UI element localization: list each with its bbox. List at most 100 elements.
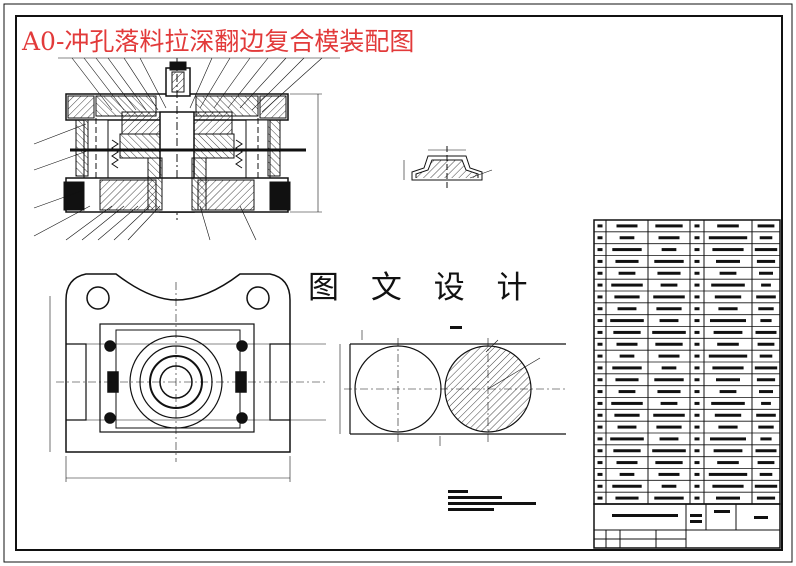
table-cell-mark [597,236,603,240]
table-cell-mark [754,366,778,370]
table-cell-mark [711,283,745,287]
table-cell-mark [613,449,641,453]
outer-border [3,3,793,563]
table-cell-mark [756,413,776,417]
table-cell-mark [660,283,678,287]
table-cell-mark [656,307,682,311]
table-cell-mark [597,307,603,311]
table-cell-mark [659,437,679,441]
table-cell-mark [597,342,603,346]
table-cell-mark [759,390,773,394]
table-cell-mark [694,330,700,334]
table-cell-mark [714,295,742,299]
table-cell-mark [613,330,641,334]
table-cell-mark [597,248,603,252]
table-cell-mark [694,271,700,275]
table-cell-mark [719,271,737,275]
table-cell-mark [694,248,700,252]
table-cell-mark [597,354,603,358]
table-cell-mark [710,437,746,441]
title-block [593,503,781,549]
table-cell-mark [653,295,685,299]
table-cell-mark [755,449,777,453]
table-cell-mark [756,295,776,299]
table-cell-mark [755,330,777,334]
table-cell-mark [597,401,603,405]
table-cell-mark [597,295,603,299]
table-cell-mark [717,461,739,465]
technical-notes [448,490,536,511]
table-cell-mark [712,484,744,488]
table-cell-mark [658,472,680,476]
table-cell-mark [619,472,635,476]
table-cell-mark [652,449,686,453]
table-cell-mark [708,354,748,358]
table-cell-mark [611,283,643,287]
table-cell-mark [616,461,638,465]
table-cell-mark [757,342,775,346]
table-cell-mark [597,449,603,453]
table-cell-mark [597,378,603,382]
table-cell-mark [612,248,642,252]
table-cell-mark [694,449,700,453]
table-cell-mark [597,330,603,334]
table-cell-mark [716,378,740,382]
table-cell-mark [694,283,700,287]
table-cell-mark [658,354,680,358]
strip-layout [339,326,566,446]
table-cell-mark [758,425,774,429]
table-cell-mark [657,271,681,275]
table-cell-mark [710,319,746,323]
table-cell-mark [694,224,700,228]
table-cell-mark [714,413,742,417]
table-cell-mark [758,307,774,311]
table-cell-mark [708,236,748,240]
table-cell-mark [597,283,603,287]
table-cell-mark [656,425,682,429]
table-cell-mark [619,354,635,358]
table-cell-mark [610,319,644,323]
table-cell-mark [713,330,743,334]
table-cell-mark [694,259,700,263]
table-cell-mark [759,236,773,240]
table-cell-mark [659,319,679,323]
table-cell-mark [759,354,773,358]
table-cell-mark [597,271,603,275]
table-cell-mark [716,259,740,263]
table-cell-mark [661,366,677,370]
table-cell-mark [717,342,739,346]
table-cell-mark [597,413,603,417]
table-cell-mark [712,366,744,370]
table-cell-mark [612,366,642,370]
table-cell-mark [597,496,603,500]
parts-list-rows [594,224,780,500]
table-cell-mark [615,496,639,500]
table-cell-mark [694,484,700,488]
table-cell-mark [694,496,700,500]
table-cell-mark [694,307,700,311]
table-cell-mark [694,461,700,465]
table-cell-mark [597,437,603,441]
table-cell-mark [759,271,773,275]
table-cell-mark [711,401,745,405]
table-cell-mark [713,449,743,453]
table-cell-mark [694,236,700,240]
table-cell-mark [610,437,644,441]
table-cell-mark [661,484,677,488]
table-cell-mark [614,295,640,299]
table-cell-mark [660,401,678,405]
table-cell-mark [712,248,744,252]
table-cell-mark [654,378,684,382]
table-cell-mark [757,224,775,228]
table-cell-mark [717,224,739,228]
table-cell-mark [655,342,683,346]
table-cell-mark [597,484,603,488]
table-cell-mark [655,461,683,465]
table-cell-mark [615,259,639,263]
table-cell-mark [754,484,778,488]
table-cell-mark [756,259,776,263]
table-cell-mark [597,425,603,429]
table-cell-mark [757,461,775,465]
table-cell-mark [616,342,638,346]
